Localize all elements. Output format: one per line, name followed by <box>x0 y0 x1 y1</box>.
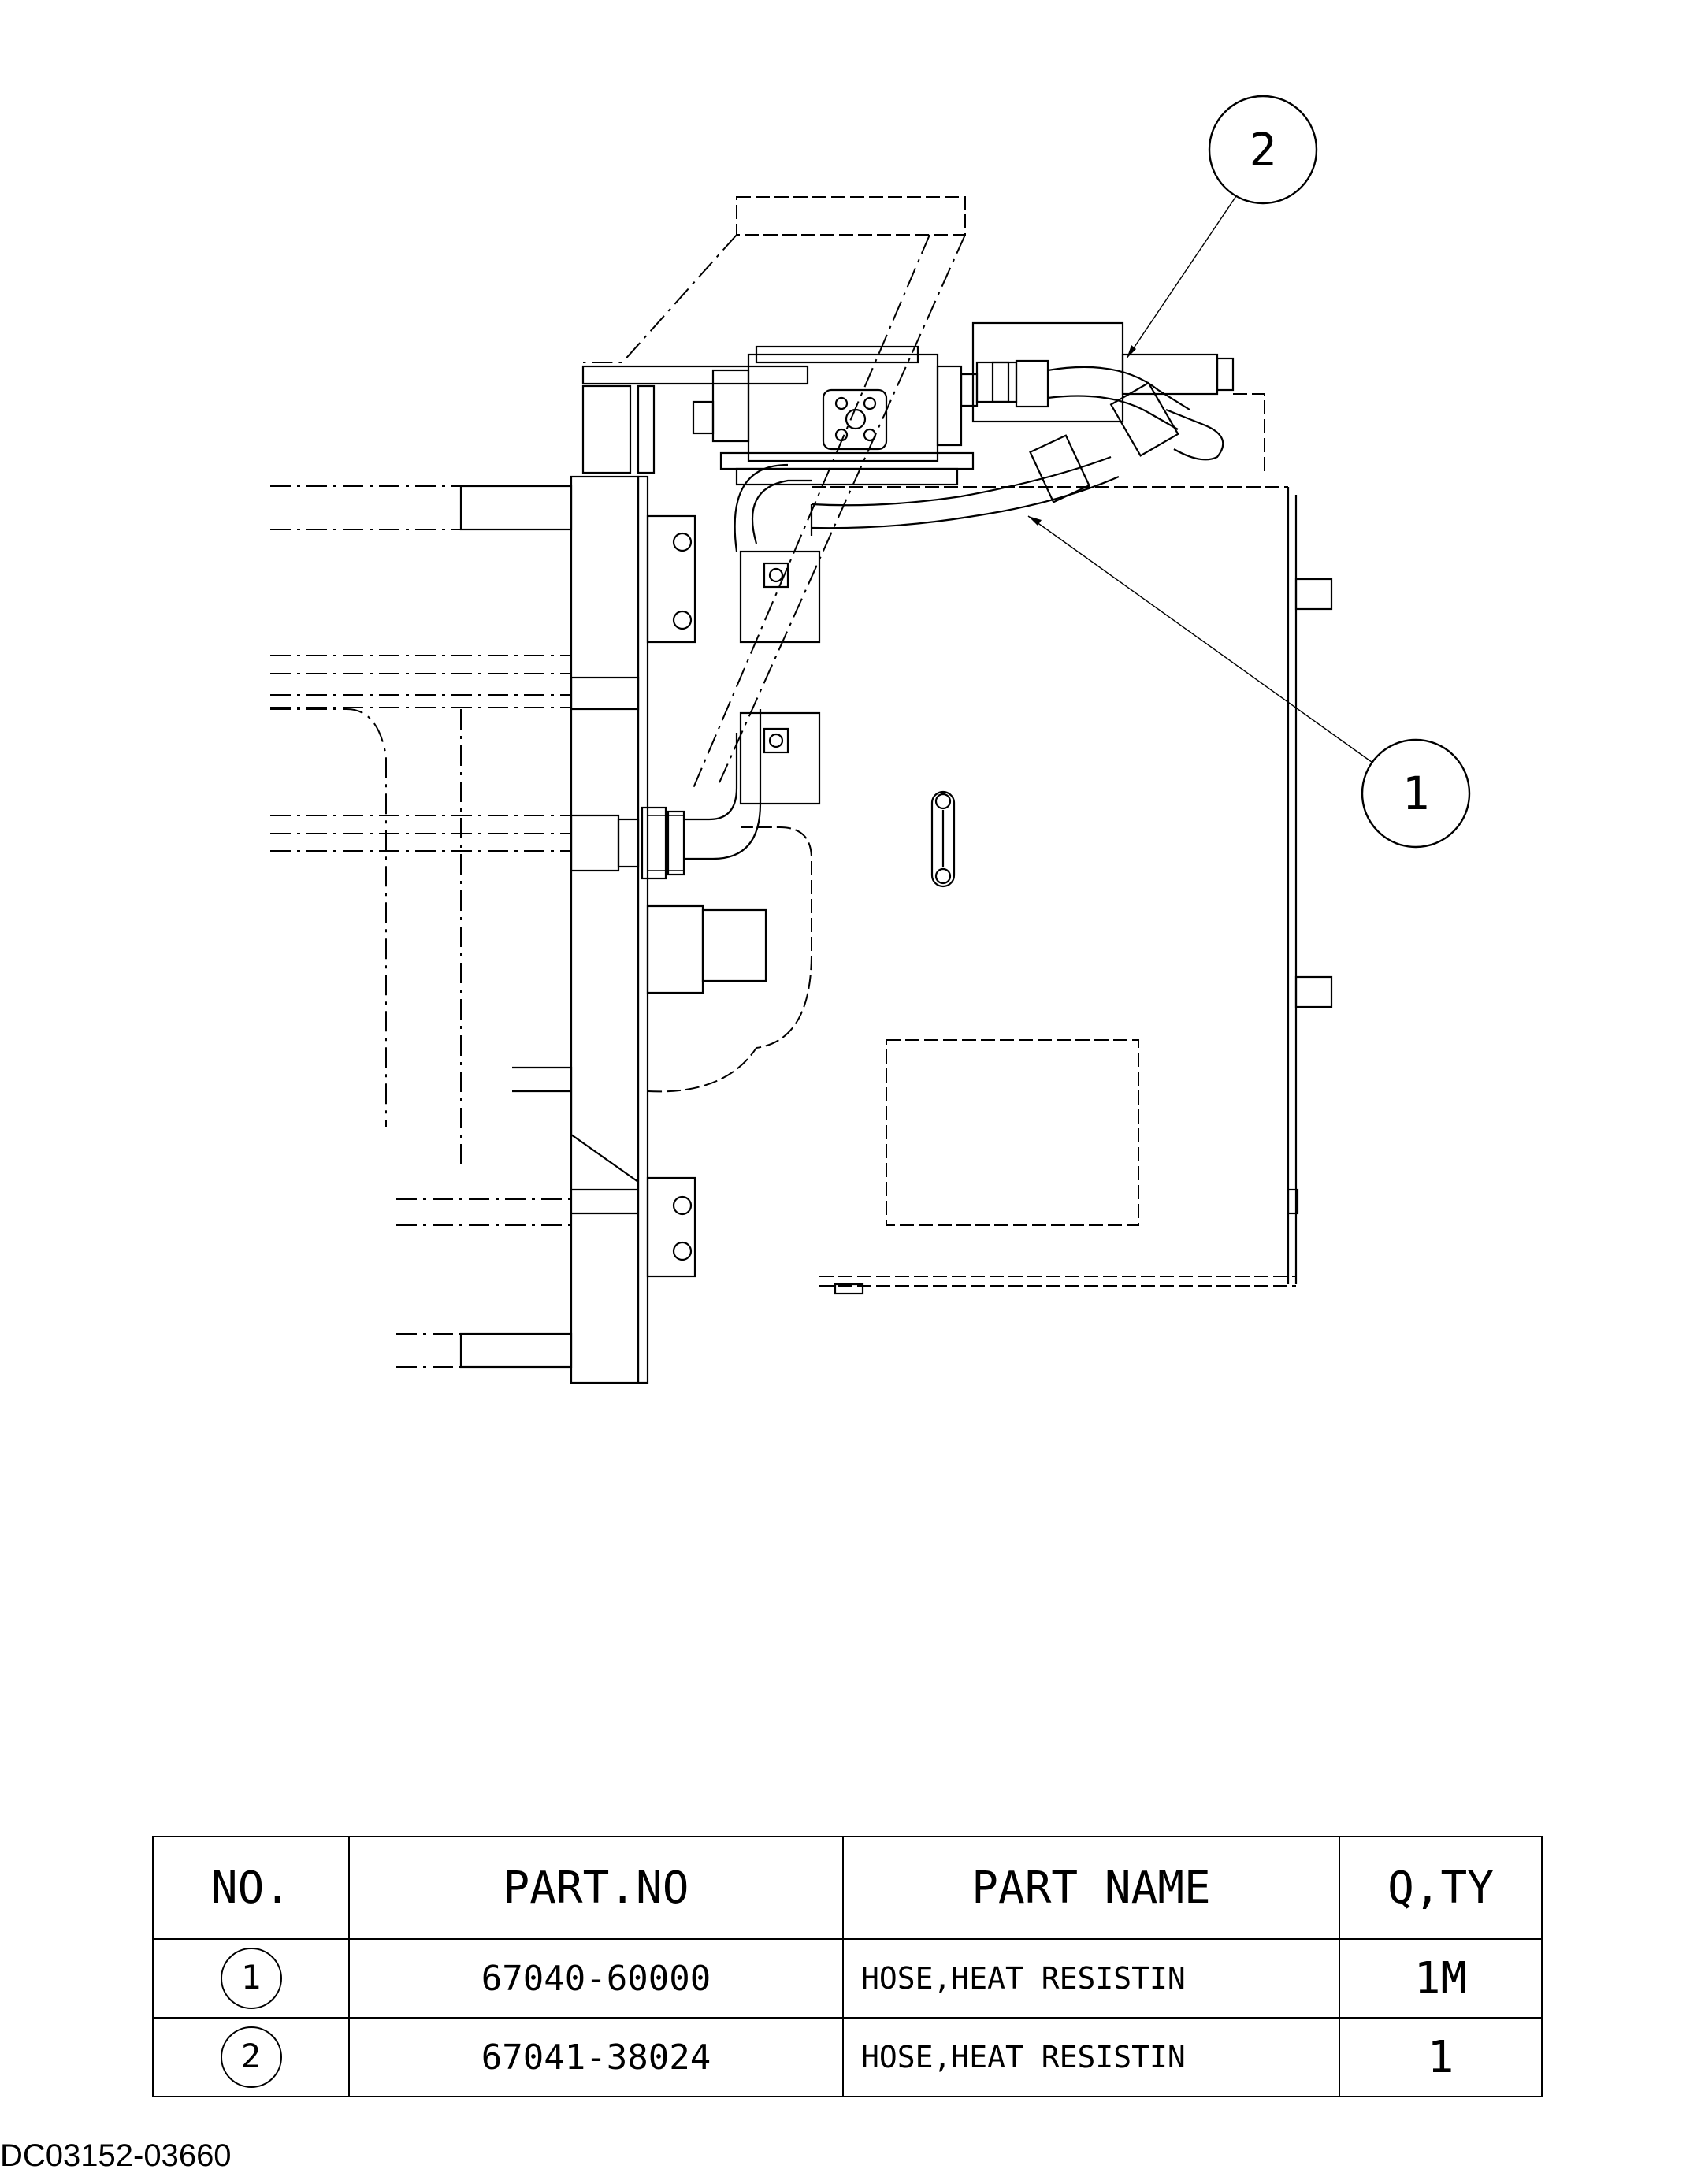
row-no-cell: 1 <box>152 1938 350 2019</box>
row-part-no: 67041-38024 <box>348 2017 844 2097</box>
header-no: NO. <box>152 1836 350 1940</box>
parts-table: NO. PART.NO PART NAME Q,TY 1 67040-60000… <box>152 1836 1543 2097</box>
header-qty: Q,TY <box>1339 1836 1543 1940</box>
callout-1-label: 1 <box>1402 767 1430 820</box>
callout-1: 1 <box>1361 738 1471 849</box>
hose-1 <box>734 434 1120 552</box>
tank-body <box>647 486 1333 1379</box>
brackets <box>646 514 821 1278</box>
row-qty: 1 <box>1339 2017 1543 2097</box>
row-qty: 1M <box>1339 1938 1543 2019</box>
valve-block <box>692 345 979 486</box>
upper-structure <box>581 196 966 789</box>
row-part-no: 67040-60000 <box>348 1938 844 2019</box>
hose-2 <box>971 321 1265 473</box>
header-part-no: PART.NO <box>348 1836 844 1940</box>
row-number: 2 <box>220 2026 282 2088</box>
row-part-name: HOSE,HEAT RESISTIN <box>842 1938 1340 2019</box>
table-row: 1 67040-60000 HOSE,HEAT RESISTIN 1M <box>152 1938 1543 2019</box>
callout-2-label: 2 <box>1250 123 1277 176</box>
bulkhead <box>512 475 649 1384</box>
row-part-name: HOSE,HEAT RESISTIN <box>842 2017 1340 2097</box>
pipe-coupling <box>570 709 762 880</box>
leader-lines <box>1027 191 1376 765</box>
callout-2: 2 <box>1208 95 1318 205</box>
row-no-cell: 2 <box>152 2017 350 2097</box>
header-part-name: PART NAME <box>842 1836 1340 1940</box>
table-header-row: NO. PART.NO PART NAME Q,TY <box>152 1836 1543 1940</box>
document-code: DC03152-03660 <box>0 2138 232 2173</box>
row-number: 1 <box>220 1948 282 2009</box>
frame-linework <box>270 485 640 1369</box>
table-row: 2 67041-38024 HOSE,HEAT RESISTIN 1 <box>152 2017 1543 2097</box>
